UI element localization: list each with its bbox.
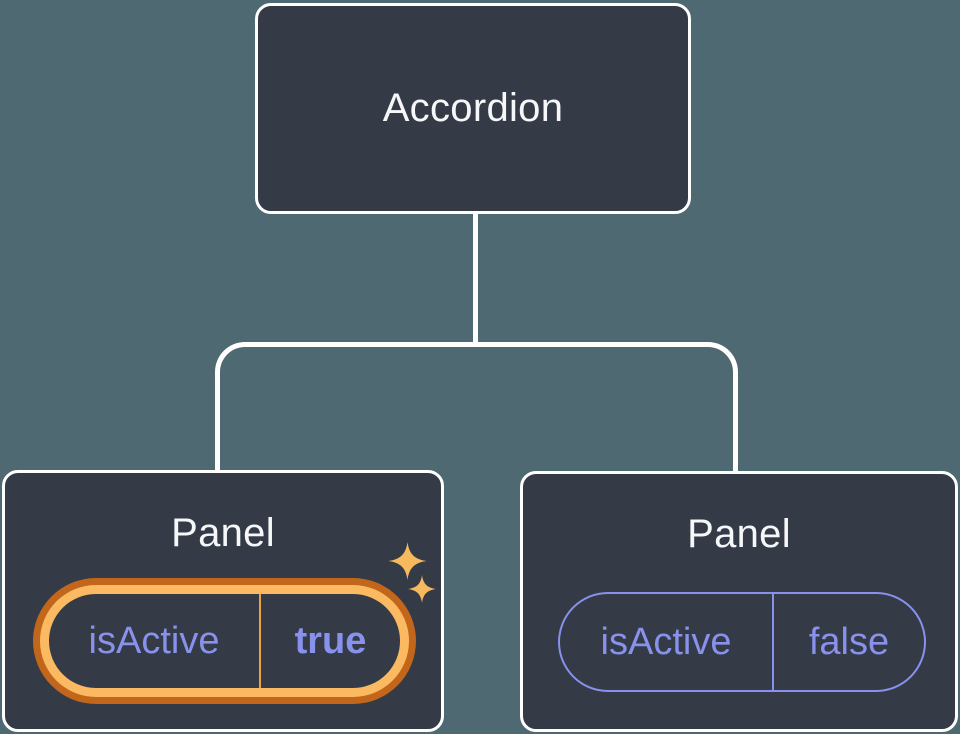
state-pill-active: isActive true [33,578,416,704]
state-prop-name: isActive [88,619,220,662]
connector-bracket [215,342,738,472]
panel-node-active: Panel isActive true [2,470,444,732]
sparkle-icon [388,542,427,580]
state-pill-divider [259,594,261,688]
accordion-node-label: Accordion [382,86,564,130]
state-prop-value: false [808,620,890,663]
accordion-node: Accordion [255,3,691,214]
sparkle-icon [408,575,436,603]
state-pill-divider [772,594,774,690]
panel-title: Panel [687,512,791,556]
state-pill-highlight-ring: isActive true [40,585,409,697]
panel-title: Panel [171,511,275,555]
state-prop-name: isActive [600,620,732,663]
state-prop-value: true [294,619,367,662]
panel-node-inactive: Panel isActive false [520,471,958,732]
state-pill-body: isActive true [49,594,400,688]
state-pill-inactive: isActive false [558,592,926,692]
connector-stem [473,211,478,345]
